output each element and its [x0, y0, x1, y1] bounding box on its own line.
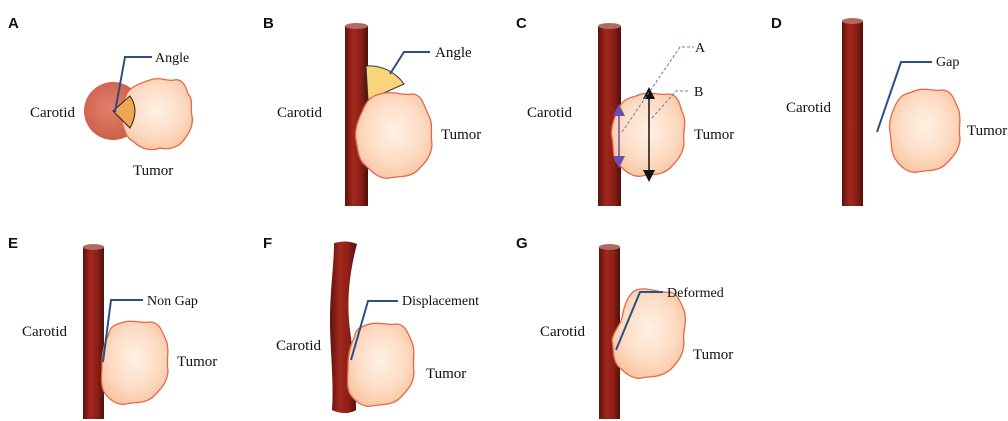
angle-leader-line: [390, 52, 430, 74]
a-label: A: [695, 41, 706, 56]
panel-letter-f: F: [263, 235, 272, 252]
tumor-shape: [889, 89, 960, 172]
carotid-vessel-top: [842, 18, 863, 24]
panel-letter-c: C: [516, 15, 527, 32]
tumor-label: Tumor: [694, 127, 734, 143]
tumor-shape: [102, 321, 169, 404]
panel-letter-d: D: [771, 15, 782, 32]
panel-d: D Gap Carotid Tumor: [771, 15, 1007, 206]
panel-b: B Angle Carotid Tumor: [263, 15, 481, 206]
tumor-shape: [611, 93, 684, 176]
b-label: B: [694, 85, 703, 100]
panel-letter-b: B: [263, 15, 274, 32]
panel-e: E Non Gap Carotid Tumor: [8, 235, 217, 419]
carotid-label: Carotid: [277, 105, 322, 121]
tumor-label: Tumor: [693, 347, 733, 363]
panel-a: A Angle Carotid Tumor: [8, 15, 192, 179]
tumor-label: Tumor: [967, 123, 1007, 139]
carotid-label: Carotid: [540, 324, 585, 340]
carotid-vessel-top: [598, 23, 621, 29]
carotid-vessel: [842, 21, 863, 206]
panel-letter-g: G: [516, 235, 528, 252]
carotid-label: Carotid: [276, 338, 321, 354]
deformed-label: Deformed: [667, 286, 724, 301]
panel-letter-e: E: [8, 235, 18, 252]
panel-f: F Displacement Carotid Tumor: [263, 235, 479, 413]
carotid-label: Carotid: [786, 100, 831, 116]
tumor-label: Tumor: [426, 366, 466, 382]
carotid-vessel-top: [83, 244, 104, 250]
panel-c: C A B Carotid Tumor: [516, 15, 734, 206]
displacement-label: Displacement: [402, 294, 479, 309]
panel-letter-a: A: [8, 15, 19, 32]
carotid-vessel-top: [599, 244, 620, 250]
gap-label: Gap: [936, 55, 959, 70]
non-gap-label: Non Gap: [147, 294, 198, 309]
carotid-vessel-top: [345, 23, 368, 29]
angle-label: Angle: [435, 45, 472, 61]
panel-g: G Deformed Carotid Tumor: [516, 235, 733, 419]
carotid-vessel: [83, 247, 104, 419]
carotid-label: Carotid: [527, 105, 572, 121]
tumor-label: Tumor: [441, 127, 481, 143]
tumor-label: Tumor: [133, 163, 173, 179]
tumor-shape: [355, 93, 432, 179]
carotid-label: Carotid: [22, 324, 67, 340]
tumor-label: Tumor: [177, 354, 217, 370]
angle-label: Angle: [155, 51, 189, 66]
carotid-label: Carotid: [30, 105, 75, 121]
